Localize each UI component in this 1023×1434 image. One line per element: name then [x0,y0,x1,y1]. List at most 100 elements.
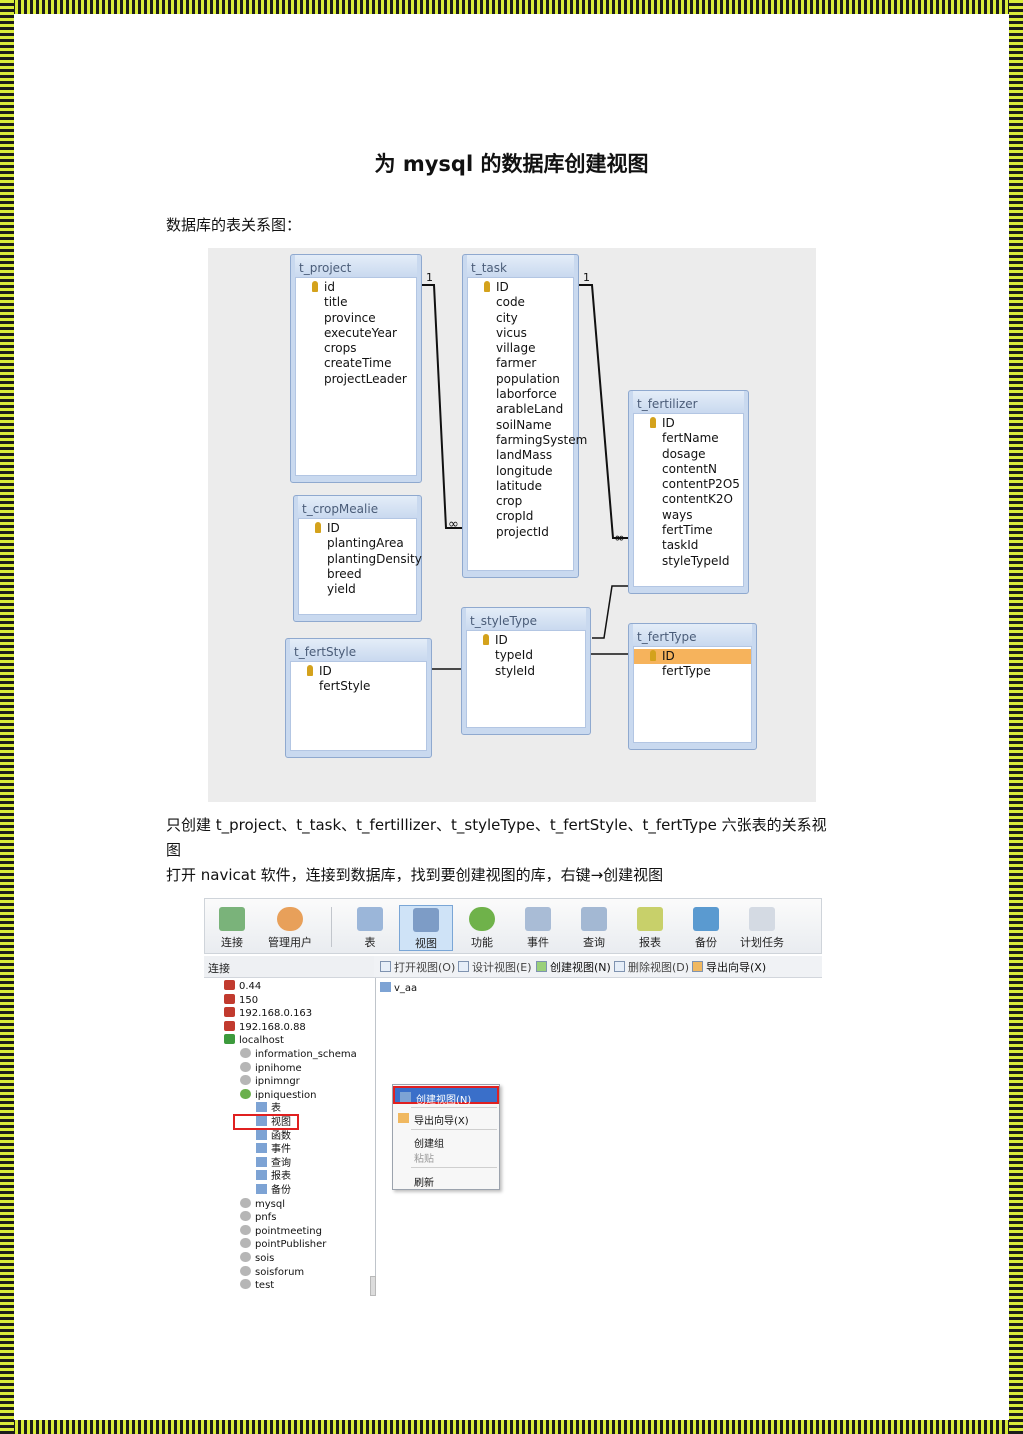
toolbar-view-button[interactable]: 视图 [399,905,453,951]
tree-db-object[interactable]: 备份 [256,1184,291,1197]
database-icon [240,1238,251,1249]
tree-database[interactable]: mysql [240,1197,285,1211]
tree-database[interactable]: ipnihome [240,1061,302,1075]
tree-database[interactable]: ipniquestion [240,1088,317,1102]
open-view-button[interactable]: 打开视图(O) [380,959,455,975]
menu-paste[interactable]: 粘贴 [393,1147,499,1165]
table-field: city [468,311,573,326]
field-name: fertStyle [319,679,371,694]
table-name: t_styleType [466,608,586,630]
table-field: population [468,372,573,387]
tree-database[interactable]: pointPublisher [240,1238,326,1251]
key-icon [484,281,490,292]
toolbar-query-button[interactable]: 查询 [567,905,621,951]
primary-key-field: ID [634,649,751,665]
tree-database[interactable]: pointmeeting [240,1224,322,1238]
tree-connection[interactable]: 192.168.0.163 [224,1007,312,1020]
key-icon [483,634,489,645]
view-list-item[interactable]: v_aa [380,982,417,994]
menu-export-wizard[interactable]: 导出向导(X) [393,1109,499,1127]
export-icon [692,961,703,972]
field-name: village [496,341,536,356]
table-field: arableLand [468,402,573,417]
tree-connection[interactable]: 0.44 [224,980,261,993]
tree-db-object[interactable]: 事件 [256,1143,291,1156]
delete-view-button[interactable]: 删除视图(D) [614,959,689,975]
toolbar-connect-button[interactable]: 连接 [205,905,259,951]
toolbar-report-button[interactable]: 报表 [623,905,677,951]
create-view-button[interactable]: 创建视图(N) [536,959,611,975]
sub-label: 设计视图(E) [472,961,532,974]
table-field: landMass [468,448,573,463]
field-name: crops [324,341,357,356]
toolbar-event-button[interactable]: 事件 [511,905,565,951]
field-name: city [496,310,518,325]
tree-database[interactable]: pnfs [240,1211,276,1224]
field-name: latitude [496,478,543,493]
table-field: plantingArea [299,536,416,551]
tree-database[interactable]: sois [240,1252,274,1265]
database-icon [240,1197,251,1208]
primary-key-field: ID [467,633,585,648]
toolbar-label: 表 [364,936,376,949]
menu-create-view[interactable]: 创建视图(N) [393,1086,499,1106]
menu-refresh[interactable]: 刷新 [393,1171,499,1189]
tree-database[interactable]: soisforum [240,1265,304,1279]
toolbar-backup-button[interactable]: 备份 [679,905,733,951]
object-icon [256,1184,267,1194]
table-field: crop [468,494,573,509]
tree-label: ipniquestion [255,1089,317,1101]
view-icon [413,908,439,932]
paragraph-1-line-2: 图 [166,841,182,859]
menu-separator [411,1129,497,1130]
toolbar-manage-users-button[interactable]: 管理用户 [263,905,317,951]
tree-view-node[interactable]: 视图 [256,1116,291,1129]
table-name: t_fertilizer [633,391,744,413]
menu-create-group[interactable]: 创建组 [393,1132,499,1150]
field-name: landMass [496,448,553,463]
toolbar-schedule-button[interactable]: 计划任务 [735,905,789,951]
tree-label: mysql [255,1198,285,1210]
link-project-task [422,284,462,529]
table-field: fertName [634,431,743,446]
tree-db-object[interactable]: 查询 [256,1156,291,1170]
tree-connection[interactable]: 150 [224,993,258,1007]
tree-database[interactable]: ipnimngr [240,1075,300,1088]
tree-db-object[interactable]: 表 [256,1102,281,1115]
er-caption: 数据库的表关系图： [166,216,302,234]
tree-db-object[interactable]: 函数 [256,1129,291,1143]
tree-label: 备份 [271,1185,291,1196]
tree-label: 函数 [271,1130,291,1142]
export-wizard-button[interactable]: 导出向导(X) [692,959,766,975]
table-field: createTime [296,356,416,371]
tree-db-object[interactable]: 报表 [256,1170,291,1183]
tree-scrollbar[interactable] [370,1276,376,1296]
paragraph-1-line-1: 只创建 t_project、t_task、t_fertillizer、t_sty… [166,816,827,834]
tree-connection[interactable]: localhost [224,1034,284,1047]
toolbar-function-button[interactable]: 功能 [455,905,509,951]
tree-label: sois [255,1253,275,1264]
object-icon [256,1143,267,1154]
field-name: soilName [496,417,552,432]
tree-connection[interactable]: 192.168.0.88 [224,1020,306,1034]
table-field: province [296,311,416,326]
field-name: executeYear [324,325,397,340]
table-field: village [468,341,573,356]
tree-label: pointPublisher [255,1239,327,1251]
toolbar-label: 事件 [527,936,549,949]
tree-database[interactable]: information_schema [240,1048,357,1061]
design-view-button[interactable]: 设计视图(E) [458,959,532,975]
menu-label: 创建视图(N) [416,1095,472,1106]
database-icon [240,1211,251,1222]
table-field: crops [296,341,416,356]
tree-label: information_schema [255,1049,357,1060]
database-icon [240,1061,251,1072]
toolbar-table-button[interactable]: 表 [343,905,397,951]
paragraph-2: 打开 navicat 软件，连接到数据库，找到要创建视图的库，右键→创建视图 [166,866,664,884]
tree-database[interactable]: test [240,1279,274,1292]
